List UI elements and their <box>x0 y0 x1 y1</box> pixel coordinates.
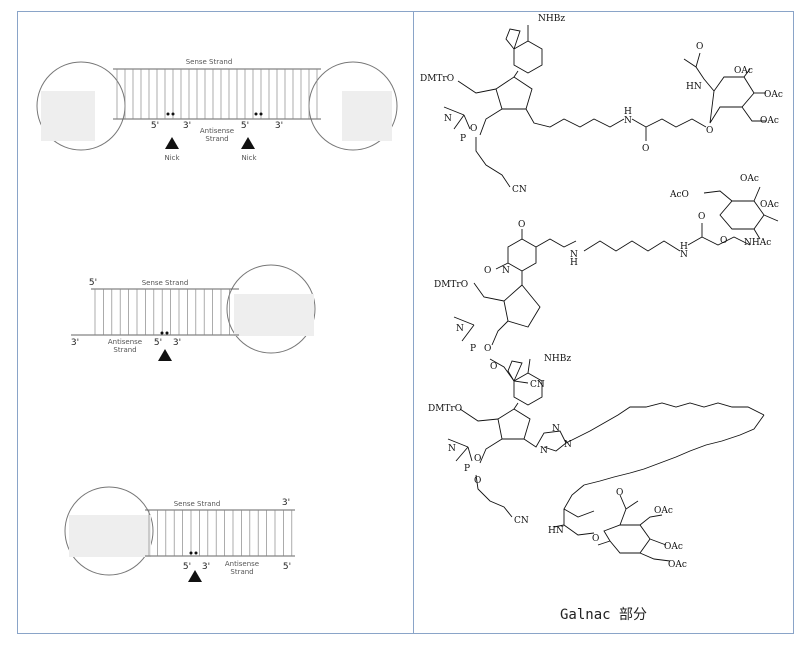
atom-label: OAc <box>760 116 779 126</box>
end-label: 3' <box>183 121 191 131</box>
sense-strand-label: Sense Strand <box>174 500 221 508</box>
antisense-label: Antisense <box>108 338 142 346</box>
atom-label: N <box>456 324 464 334</box>
galnac-structure-3: NHBz DMTrO O N P O CN N N N O HN O OAc O… <box>428 354 765 570</box>
atom-label: DMTrO <box>420 74 454 84</box>
atom-label: O <box>592 534 599 544</box>
antisense-label: Antisense <box>225 560 259 568</box>
atom-label: O <box>706 126 713 136</box>
atom-label: AcO <box>669 190 689 200</box>
dumbbell-diagram-1: Sense Strand 5' 3' 5' 3' Antisense Stran… <box>36 58 398 162</box>
end-label: 5' <box>283 562 291 572</box>
atom-label: N <box>680 250 688 260</box>
end-label: 5' <box>241 121 249 131</box>
galnac-structure-1: NHBz DMTrO O N P CN N H O O OAc OAc OAc … <box>420 14 783 195</box>
nick-marker <box>188 570 202 582</box>
nick-marker <box>158 349 172 361</box>
left-panel: Sense Strand 5' 3' 5' 3' Antisense Stran… <box>36 58 398 582</box>
atom-label: OAc <box>760 200 779 210</box>
antisense-label: Strand <box>113 346 136 354</box>
atom-label: DMTrO <box>434 280 468 290</box>
hairpin-diagram-2: Sense Strand 5' 3' 5' 3' Antisense Stran… <box>71 264 316 361</box>
end-label: 5' <box>151 121 159 131</box>
figure-frame <box>17 11 794 634</box>
atom-label: O <box>696 42 703 52</box>
sense-strand-label: Sense Strand <box>142 279 189 287</box>
end-label: 3' <box>275 121 283 131</box>
atom-label: OAc <box>664 542 683 552</box>
atom-label: OAc <box>734 66 753 76</box>
nick-label: Nick <box>164 154 180 162</box>
atom-label: O <box>720 236 727 246</box>
atom-label: O <box>484 344 491 354</box>
atom-label: CN <box>512 185 527 195</box>
atom-label: O <box>474 454 481 464</box>
end-label: 5' <box>154 338 162 348</box>
atom-label: NHAc <box>744 238 771 248</box>
nick-marker <box>165 137 179 149</box>
atom-label: O <box>698 212 705 222</box>
galnac-structure-2: O O N N H N H O AcO OAc OAc NHAc O DMTrO… <box>434 174 779 390</box>
end-label: 5' <box>89 278 97 288</box>
atom-label: HN <box>548 526 564 536</box>
atom-label: N <box>564 440 572 450</box>
atom-label: P <box>470 344 476 354</box>
atom-label: H <box>624 107 632 117</box>
nick-marker <box>241 137 255 149</box>
end-label: 5' <box>183 562 191 572</box>
atom-label: H <box>680 242 688 252</box>
atom-label: O <box>490 362 497 372</box>
atom-label: OAc <box>764 90 783 100</box>
atom-label: HN <box>686 82 702 92</box>
antisense-label: Antisense <box>200 127 234 135</box>
atom-label: O <box>642 144 649 154</box>
nick-label: Nick <box>241 154 257 162</box>
atom-label: N <box>540 446 548 456</box>
atom-label: OAc <box>654 506 673 516</box>
atom-label: O <box>518 220 525 230</box>
antisense-label: Strand <box>230 568 253 576</box>
atom-label: NHBz <box>544 354 571 364</box>
atom-label: P <box>460 134 466 144</box>
atom-label: N <box>444 114 452 124</box>
end-label: 3' <box>282 498 290 508</box>
atom-label: O <box>470 124 477 134</box>
atom-label: H <box>570 258 578 268</box>
hairpin-diagram-3: Sense Strand 3' 5' 3' 5' Antisense Stran… <box>64 486 295 582</box>
sense-strand-label: Sense Strand <box>186 58 233 66</box>
atom-label: O <box>484 266 491 276</box>
antisense-label: Strand <box>205 135 228 143</box>
atom-label: CN <box>514 516 529 526</box>
atom-label: N <box>552 424 560 434</box>
end-label: 3' <box>71 338 79 348</box>
right-panel: NHBz DMTrO O N P CN N H O O OAc OAc OAc … <box>420 14 783 570</box>
atom-label: OAc <box>668 560 687 570</box>
end-label: 3' <box>173 338 181 348</box>
end-label: 3' <box>202 562 210 572</box>
atom-label: N <box>570 250 578 260</box>
atom-label: P <box>464 464 470 474</box>
atom-label: CN <box>530 380 545 390</box>
atom-label: N <box>624 116 632 126</box>
atom-label: N <box>502 266 510 276</box>
galnac-caption: Galnac 部分 <box>559 607 647 623</box>
atom-label: OAc <box>740 174 759 184</box>
panel-divider <box>413 11 414 634</box>
atom-label: DMTrO <box>428 404 462 414</box>
atom-label: O <box>474 476 481 486</box>
atom-label: N <box>448 444 456 454</box>
atom-label: NHBz <box>538 14 565 24</box>
atom-label: O <box>616 488 623 498</box>
